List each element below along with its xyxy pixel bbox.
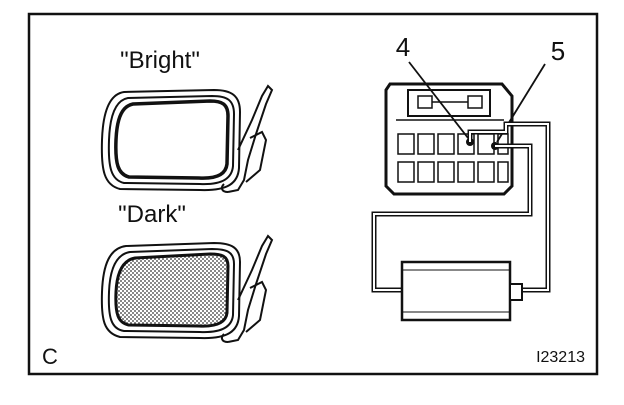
battery-terminal	[509, 283, 523, 301]
dark-label: "Dark"	[118, 201, 186, 228]
bright-mirror-rim	[107, 94, 236, 186]
bright-mirror-glass	[114, 99, 230, 180]
connector-housing	[384, 82, 514, 196]
wire-terminal-5-inner	[373, 145, 531, 291]
bright-mirror-base	[245, 130, 268, 183]
battery	[400, 260, 523, 322]
terminal-row-1	[397, 133, 509, 155]
connector-lock	[407, 89, 491, 117]
dark-mirror-base	[245, 280, 268, 333]
corner-code: C	[42, 344, 58, 369]
dark-mirror-glass	[114, 252, 230, 328]
terminal-4-label: 4	[396, 32, 410, 62]
diagram-frame	[27, 12, 599, 376]
dark-mirror-housing	[100, 241, 242, 340]
terminal-5-label: 5	[551, 36, 565, 66]
bright-mirror-housing	[100, 88, 242, 192]
dark-mirror-rim	[107, 247, 236, 334]
bright-label: "Bright"	[120, 47, 200, 74]
connector	[384, 82, 514, 196]
wire-terminal-4-inner	[469, 123, 549, 291]
figure-id: I23213	[536, 349, 585, 366]
terminal-row-2	[397, 161, 509, 183]
dark-mirror	[100, 234, 274, 343]
battery-body	[400, 260, 512, 322]
bright-mirror-stay	[227, 84, 274, 193]
dark-mirror-stay	[227, 234, 274, 343]
terminal-4-leader	[408, 61, 469, 139]
bright-mirror	[100, 84, 274, 193]
